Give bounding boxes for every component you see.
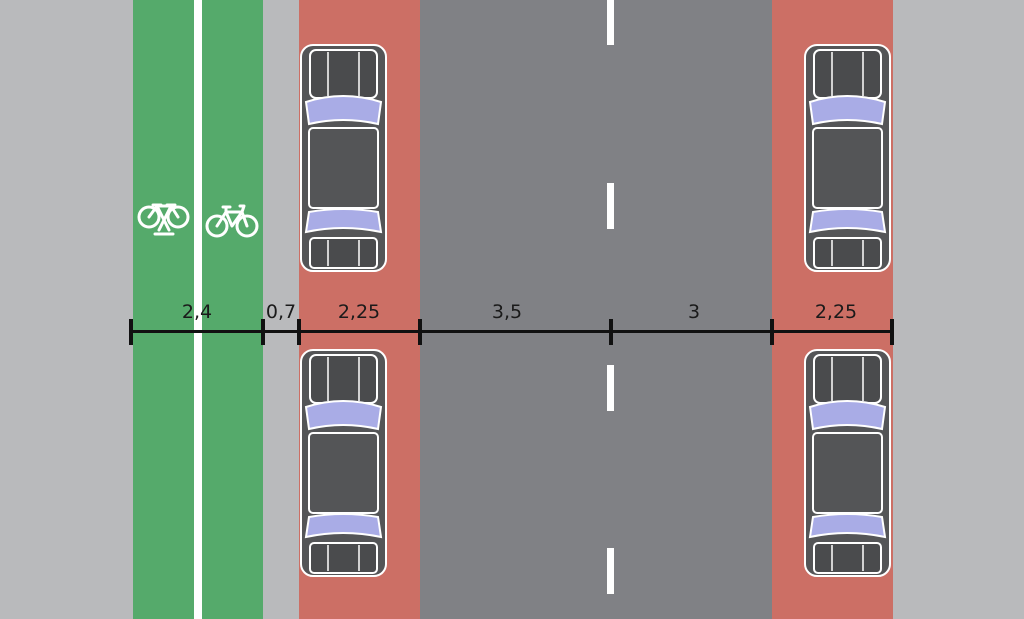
lane-divider-dash bbox=[607, 0, 614, 45]
dimension-tick bbox=[261, 319, 265, 345]
dimension-label-parking-left: 2,25 bbox=[337, 301, 381, 323]
bicycle-icon bbox=[205, 204, 259, 238]
dimension-tick bbox=[129, 319, 133, 345]
dimension-line bbox=[131, 330, 894, 333]
lane-divider-dash bbox=[607, 365, 614, 411]
sidewalk-right bbox=[893, 0, 1024, 619]
dimension-tick bbox=[890, 319, 894, 345]
carriageway bbox=[420, 0, 772, 619]
car-icon bbox=[300, 349, 387, 577]
car-icon bbox=[300, 44, 387, 272]
lane-divider-dash bbox=[607, 548, 614, 594]
car-icon bbox=[804, 349, 891, 577]
car-icon bbox=[804, 44, 891, 272]
lane-divider-dash bbox=[607, 183, 614, 229]
dimension-label-lane-1: 3,5 bbox=[491, 301, 523, 323]
sidewalk-left bbox=[0, 0, 133, 619]
dimension-label-buffer: 0,7 bbox=[265, 301, 297, 323]
dimension-tick bbox=[609, 319, 613, 345]
dimension-label-bike-lane: 2,4 bbox=[181, 301, 213, 323]
dimension-tick bbox=[770, 319, 774, 345]
dimension-label-lane-2: 3 bbox=[687, 301, 701, 323]
dimension-tick bbox=[418, 319, 422, 345]
tandem-bicycle-icon bbox=[137, 203, 190, 236]
dimension-label-parking-right: 2,25 bbox=[814, 301, 858, 323]
bike-lane-divider bbox=[194, 0, 202, 619]
buffer-strip bbox=[263, 0, 299, 619]
dimension-tick bbox=[297, 319, 301, 345]
